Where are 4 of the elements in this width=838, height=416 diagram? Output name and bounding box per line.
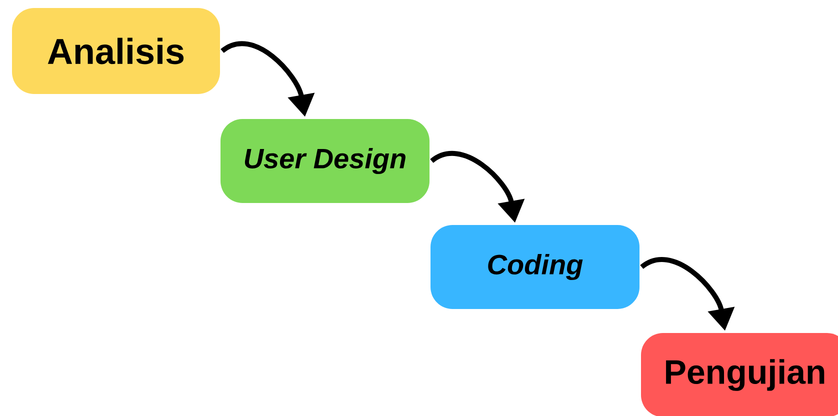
process-box: Pengujian [641,333,838,416]
process-box: Analisis [12,8,220,94]
process-box: Coding [430,225,640,309]
process-box: User Design [220,119,430,203]
